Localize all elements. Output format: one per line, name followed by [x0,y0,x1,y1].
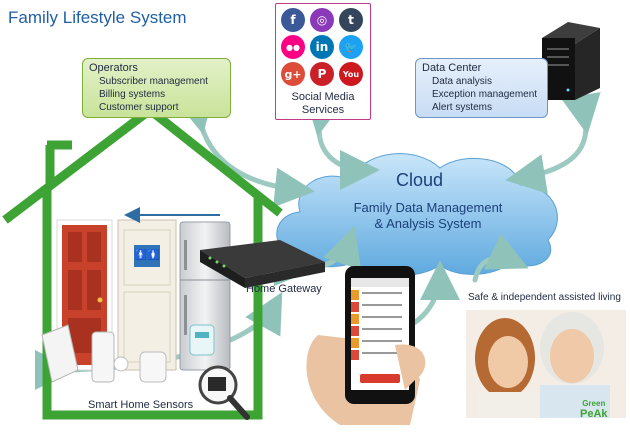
google-plus-icon: g+ [281,62,305,86]
operators-list: Subscriber management Billing systems Cu… [89,75,224,114]
social-media-box: f ◎ t ●● in 🐦 g+ P You Social Media Serv… [275,3,371,120]
logo-line2: PeAk [580,408,608,420]
logo-line1: Green [582,399,606,408]
cloud-title: Cloud [396,170,444,190]
instagram-icon: ◎ [310,8,334,32]
youtube-icon: You [339,62,363,86]
twitter-icon: 🐦 [339,35,363,59]
tumblr-icon: t [339,8,363,32]
list-item: Billing systems [99,89,166,100]
greenpeak-logo: Green PeAk [580,398,608,420]
operators-heading: Operators [89,62,138,74]
cloud-subtitle-line1: Family Data Management [353,200,503,215]
cloud-subtitle-line2: & Analysis System [374,216,482,231]
page-title: Family Lifestyle System [8,8,187,27]
smart-sensors [41,324,215,383]
smart-home-sensors-label: Smart Home Sensors [88,399,194,411]
list-item: Alert systems [432,102,493,113]
social-icon-grid: f ◎ t ●● in 🐦 g+ P You [281,8,365,86]
list-item: Exception management [432,89,538,100]
magnifying-glass [198,365,250,420]
restroom-door [117,219,177,371]
list-item: Data analysis [432,76,493,87]
assisted-living-label: Safe & independent assisted living [468,292,621,303]
list-item: Subscriber management [99,76,208,87]
list-item: Customer support [99,102,179,113]
pinterest-icon: P [310,62,334,86]
data-center-box: Data Center Data analysis Exception mana… [415,58,548,118]
data-center-heading: Data Center [422,62,482,74]
cloud-subtitle: Family Data Management & Analysis System [323,200,533,232]
social-media-label-line2: Services [301,104,345,116]
facebook-icon: f [281,8,305,32]
linkedin-icon: in [310,35,334,59]
smartphone [306,266,426,425]
social-media-label: Social Media Services [276,91,370,117]
home-gateway-router [200,240,325,288]
server-tower [542,22,600,100]
restroom-sign-icon: 🚹🚺 [134,250,160,261]
data-center-list: Data analysis Exception management Alert… [422,75,541,114]
flickr-icon: ●● [281,35,305,59]
assisted-living-photo [466,310,626,418]
home-gateway-label: Home Gateway [246,283,322,295]
social-media-label-line1: Social Media [291,91,355,103]
operators-box: Operators Subscriber management Billing … [82,58,231,118]
